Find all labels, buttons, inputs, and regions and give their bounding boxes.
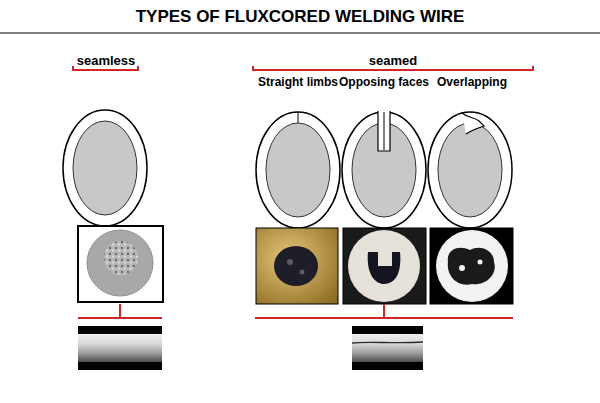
category-label: seamed: [369, 54, 417, 68]
wire-side-photo: [78, 334, 162, 362]
wire-side-photo: [352, 362, 423, 370]
seam-line: [298, 112, 299, 123]
flux-photo: [368, 252, 401, 284]
photo-frame: [430, 228, 513, 304]
wire-side-photo: [352, 326, 423, 334]
diagram-title: TYPES OF FLUXCORED WELDING WIRE: [136, 8, 465, 27]
overlap-seam: [462, 113, 484, 134]
seam-type-label: Opposing faces: [339, 76, 429, 89]
group-bracket: [255, 304, 513, 318]
seam-type-label: Overlapping: [437, 76, 507, 89]
category-label: seamless: [77, 54, 136, 68]
flux-photo: [300, 270, 305, 275]
seam-line: [384, 112, 385, 150]
wire-section-photo: [436, 230, 508, 302]
flux-photo: [104, 241, 138, 275]
flux-photo: [478, 260, 483, 265]
flux-core: [438, 123, 502, 217]
sheath-ring: [342, 112, 426, 228]
title-rule: [0, 32, 600, 34]
wire-section-photo: [348, 230, 420, 302]
flux-core: [266, 123, 330, 217]
seam-fold: [378, 111, 390, 151]
wire-section-photo: [87, 230, 153, 296]
seam-type-label: Straight limbs: [258, 76, 338, 89]
group-bracket: [78, 304, 162, 318]
wire-side-photo: [78, 362, 162, 370]
flux-photo: [287, 259, 293, 265]
seam-line: [352, 342, 423, 343]
wire-side-photo: [352, 334, 423, 362]
photo-frame: [78, 226, 163, 302]
sheath-ring: [63, 110, 147, 226]
flux-photo: [274, 246, 318, 286]
flux-photo: [448, 248, 495, 285]
photo-frame: [343, 228, 426, 304]
sheath-ring: [256, 112, 340, 228]
flux-photo: [459, 265, 465, 271]
wire-section-photo: [256, 228, 338, 304]
flux-core: [73, 121, 137, 215]
seam-fold-outline: [378, 111, 390, 151]
wire-side-photo: [78, 326, 162, 334]
sheath-ring: [428, 112, 512, 228]
